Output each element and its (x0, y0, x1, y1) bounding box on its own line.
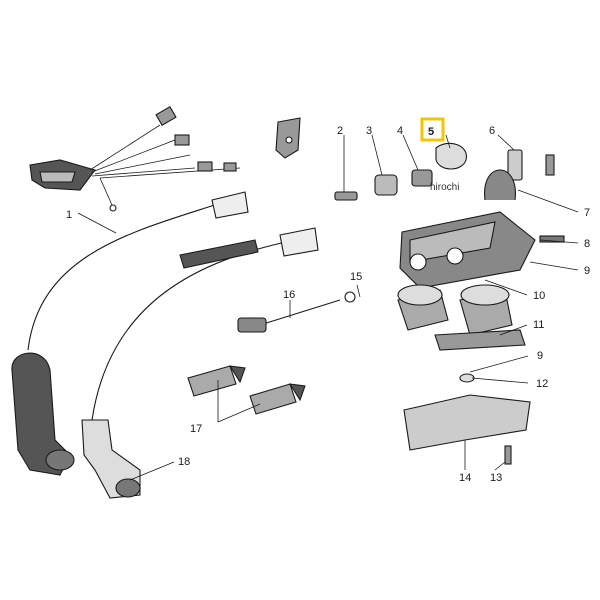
callout-8: 8 (584, 238, 590, 250)
callout-5: 5 (428, 126, 434, 138)
coil-holder-10 (399, 211, 565, 289)
ignition-lead-18 (81, 227, 319, 499)
washer-12 (459, 373, 475, 383)
ignition-lead-1 (11, 191, 249, 476)
callout-11: 11 (533, 319, 544, 331)
leader-lines (77, 134, 579, 481)
connectors-17 (187, 365, 306, 415)
callout-17: 17 (190, 423, 202, 435)
callout-14: 14 (459, 472, 471, 484)
callout-6: 6 (489, 125, 495, 137)
callout-15: 15 (350, 271, 362, 283)
bracket-clip (275, 117, 301, 159)
callout-7: 7 (584, 207, 590, 219)
callout-labels: 1 2 3 4 5 6 7 8 9 10 11 9 12 14 13 15 16… (66, 125, 590, 484)
callout-4: 4 (397, 125, 403, 137)
callout-3: 3 (366, 125, 372, 137)
watermark-text: hirochi (430, 182, 459, 193)
callout-12: 12 (536, 378, 548, 390)
callout-1: 1 (66, 209, 72, 221)
lead-16 (237, 291, 356, 333)
bolt-6 (484, 149, 555, 201)
callout-16: 16 (283, 289, 295, 301)
callout-9-upper: 9 (584, 265, 590, 277)
callout-18: 18 (178, 456, 190, 468)
parts-2-to-5 (334, 142, 467, 201)
ignition-coils (397, 284, 513, 336)
wiring-harness (29, 106, 241, 212)
callout-9-lower: 9 (537, 350, 543, 362)
callout-2: 2 (337, 125, 343, 137)
callout-13: 13 (490, 472, 502, 484)
bracket-11 (434, 329, 526, 351)
mount-plate-14 (403, 394, 531, 451)
callout-10: 10 (533, 290, 545, 302)
highlight-box-callout-5 (420, 117, 445, 142)
screw-13 (504, 445, 512, 465)
